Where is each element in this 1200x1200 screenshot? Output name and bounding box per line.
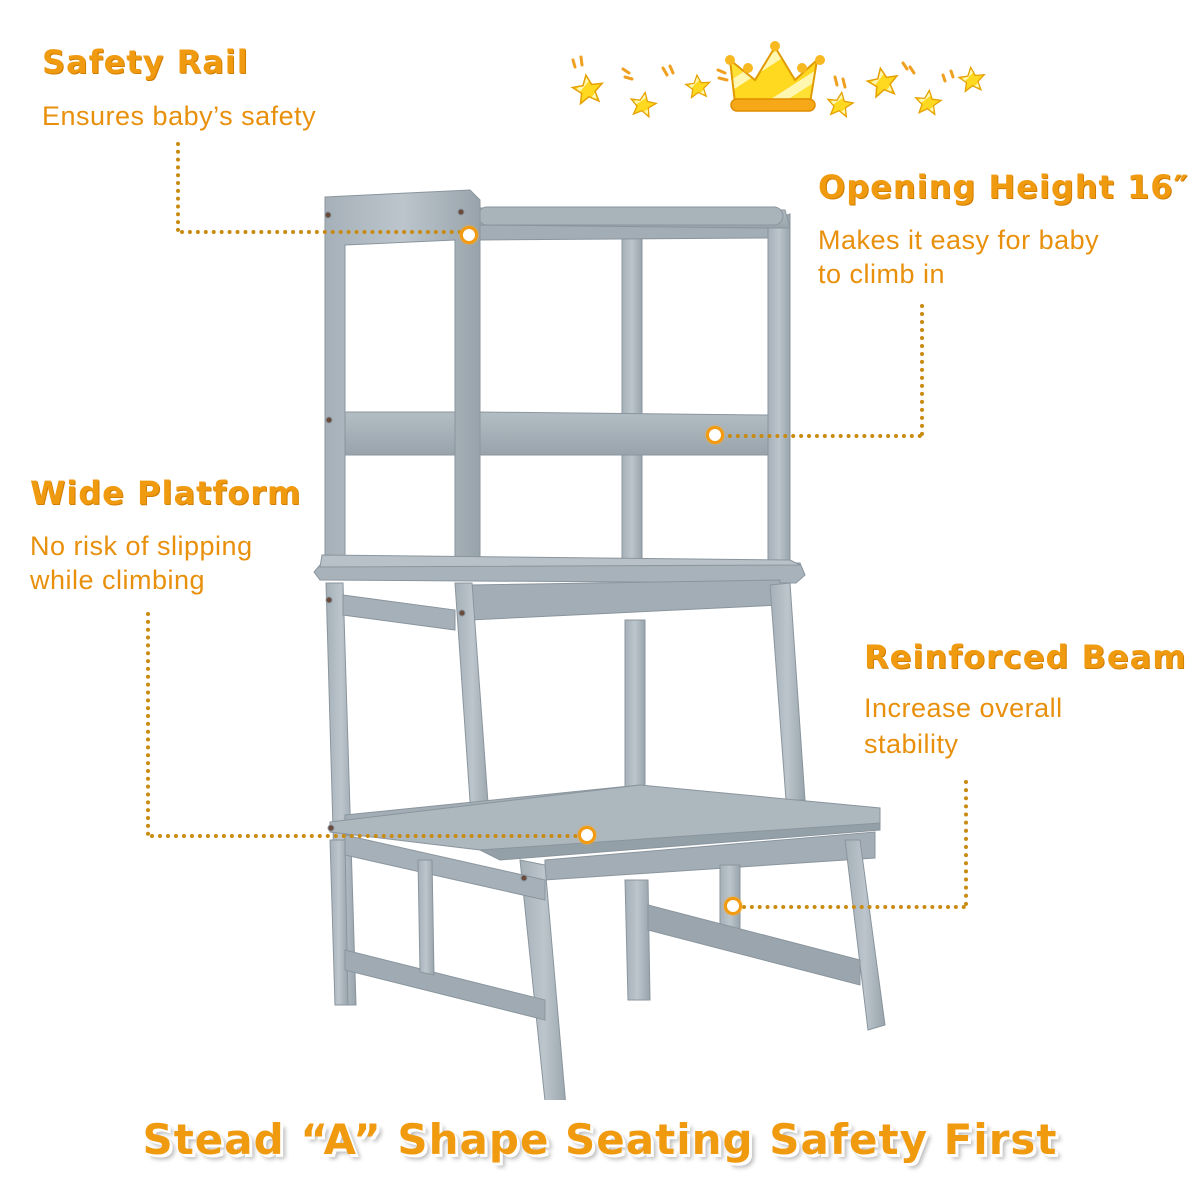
learning-tower-stool-image bbox=[313, 189, 886, 1100]
callout-marker-reinforced-beam[interactable] bbox=[724, 897, 742, 915]
callout-connector bbox=[964, 780, 968, 906]
callout-safety-rail-title: Safety Rail bbox=[42, 43, 249, 81]
bottom-banner-slogan: Stead “A” Shape Seating Safety First bbox=[142, 1115, 1058, 1164]
callout-marker-opening-height[interactable] bbox=[706, 426, 724, 444]
callout-connector bbox=[176, 142, 180, 232]
callout-reinforced-beam-title: Reinforced Beam bbox=[864, 638, 1187, 676]
crown-icon bbox=[725, 41, 825, 112]
sparkle-icon bbox=[571, 55, 955, 89]
callout-connector bbox=[180, 230, 462, 234]
callout-wide-platform-desc-line1: No risk of slipping bbox=[30, 531, 253, 561]
callout-connector bbox=[150, 834, 578, 838]
callout-connector bbox=[742, 905, 966, 909]
callout-opening-height-title: Opening Height 16″ bbox=[818, 168, 1189, 206]
callout-reinforced-beam-desc-line1: Increase overall bbox=[864, 693, 1063, 723]
callout-marker-safety-rail[interactable] bbox=[460, 226, 478, 244]
callout-marker-wide-platform[interactable] bbox=[578, 826, 596, 844]
callout-connector bbox=[146, 612, 150, 836]
callout-reinforced-beam-desc-line2: stability bbox=[864, 729, 959, 759]
callout-opening-height-desc-line2: to climb in bbox=[818, 259, 946, 289]
callout-wide-platform-title: Wide Platform bbox=[30, 474, 302, 512]
callout-connector bbox=[920, 304, 924, 436]
callout-connector bbox=[720, 434, 922, 438]
callout-opening-height-desc-line1: Makes it easy for baby bbox=[818, 225, 1100, 255]
crown-stars-decoration bbox=[570, 41, 987, 119]
callout-safety-rail-desc: Ensures baby’s safety bbox=[42, 101, 317, 131]
callout-wide-platform-desc-line2: while climbing bbox=[30, 565, 206, 595]
